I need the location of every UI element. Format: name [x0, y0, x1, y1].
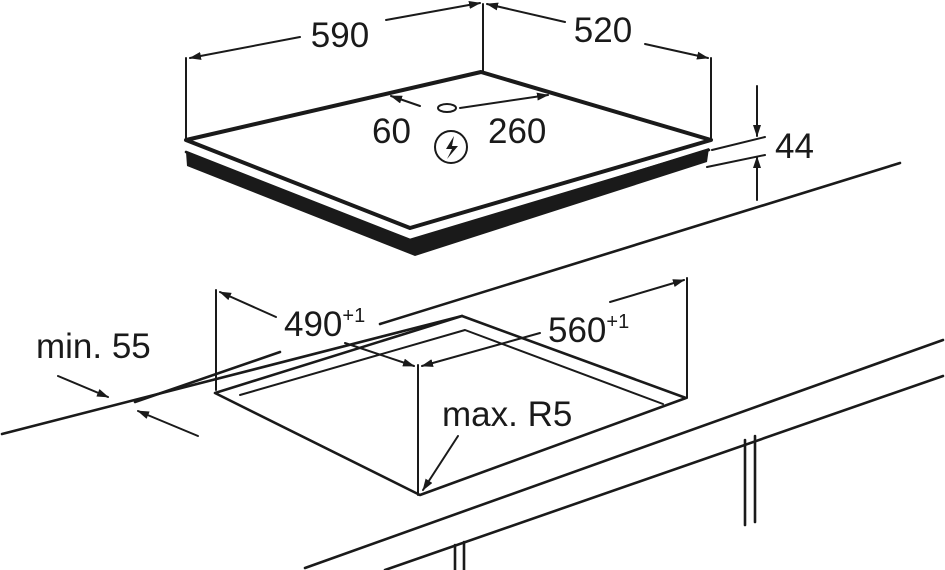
dimension-height-44: 44	[706, 85, 814, 201]
dimension-min-edge-55: min. 55	[36, 327, 199, 437]
label-depth: 520	[574, 11, 632, 50]
hob-glass-edge	[184, 148, 711, 242]
label-width: 590	[311, 16, 369, 55]
hob-glass-top	[184, 70, 713, 230]
label-min-edge: min. 55	[36, 327, 151, 366]
dimension-cable-offsets: 60 260	[372, 92, 549, 151]
label-cutout-width: 490+1	[284, 305, 365, 344]
label-corner-radius: max. R5	[442, 395, 572, 434]
dimension-cutout-depth-560: 560+1	[421, 277, 688, 399]
dimension-depth-520: 520	[486, 2, 712, 139]
dimension-corner-radius: max. R5	[422, 395, 572, 491]
hob	[184, 70, 713, 256]
hob-body-underside	[186, 148, 709, 256]
lightning-bolt-in-circle-icon	[434, 130, 468, 164]
label-cable-front: 260	[488, 112, 546, 151]
label-cable-side: 60	[372, 112, 411, 151]
dimension-cutout-width-490: 490+1	[215, 289, 419, 496]
label-cutout-depth: 560+1	[548, 311, 629, 350]
cable-hole	[437, 103, 457, 113]
worktop	[0, 161, 945, 570]
dimension-width-590: 590	[185, 1, 484, 139]
label-height: 44	[775, 127, 814, 166]
